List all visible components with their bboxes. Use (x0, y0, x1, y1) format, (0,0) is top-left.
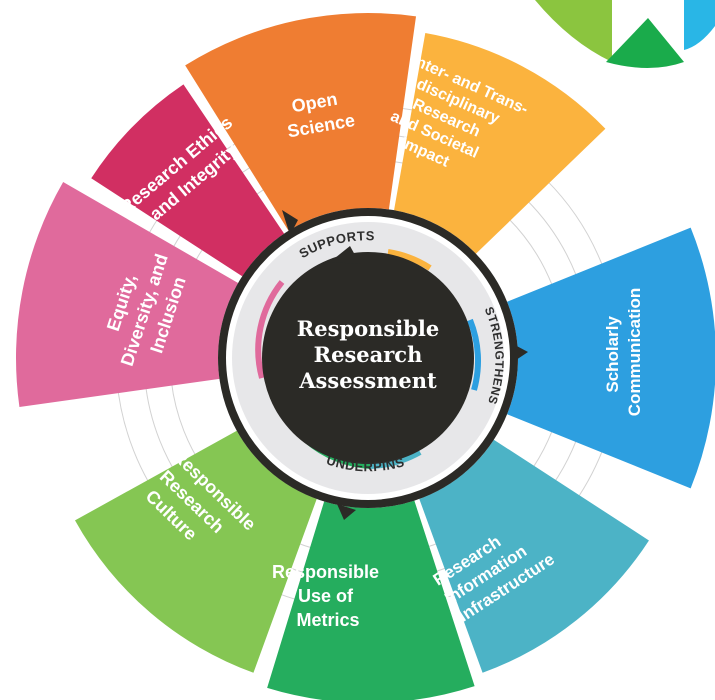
arc-blue (467, 318, 481, 391)
segment-open-science (185, 13, 417, 231)
logo-green-triangle (606, 18, 684, 68)
relation-arrows (282, 210, 528, 520)
logo-blue-shape (684, 0, 715, 50)
center-notch (330, 246, 360, 264)
segment-responsible-use-of-metrics (267, 500, 475, 700)
center-line-3: Assessment (298, 368, 437, 393)
segment-responsible-research-culture (75, 430, 317, 673)
label-scholarly-line-2: Communication (625, 288, 644, 416)
center-line-2: Research (314, 342, 423, 367)
center-circle (262, 252, 474, 464)
corner-logo (535, 0, 715, 68)
segment-equity-diversity-inclusion (16, 182, 239, 407)
outer-segments (16, 13, 715, 700)
logo-green-light-shape (535, 0, 612, 62)
segment-inter-transdisciplinary (394, 33, 606, 254)
label-metrics-line-2: Use of (298, 586, 354, 606)
logo-white-shape (612, 0, 684, 62)
arc-orange (387, 249, 432, 271)
arc-teal (369, 449, 422, 469)
center-line-1: Responsible (297, 316, 439, 341)
supports-arrow (282, 210, 298, 235)
label-metrics-line-1: Responsible (272, 562, 379, 582)
center-title: Responsible Research Assessment (297, 316, 439, 393)
label-scholarly-line-1: Scholarly (603, 316, 622, 393)
arc-pink (255, 280, 285, 379)
segment-scholarly-communication (507, 227, 715, 489)
strengthens-arrow (513, 344, 528, 362)
segment-research-information-infrastructure (419, 439, 649, 673)
label-metrics-line-3: Metrics (296, 610, 359, 630)
label-responsible-use-of-metrics: Responsible Use of Metrics (272, 562, 384, 630)
label-scholarly-communication: Scholarly Communication (603, 288, 644, 416)
underpins-arrow (337, 504, 356, 520)
segment-research-ethics-integrity (91, 84, 285, 277)
